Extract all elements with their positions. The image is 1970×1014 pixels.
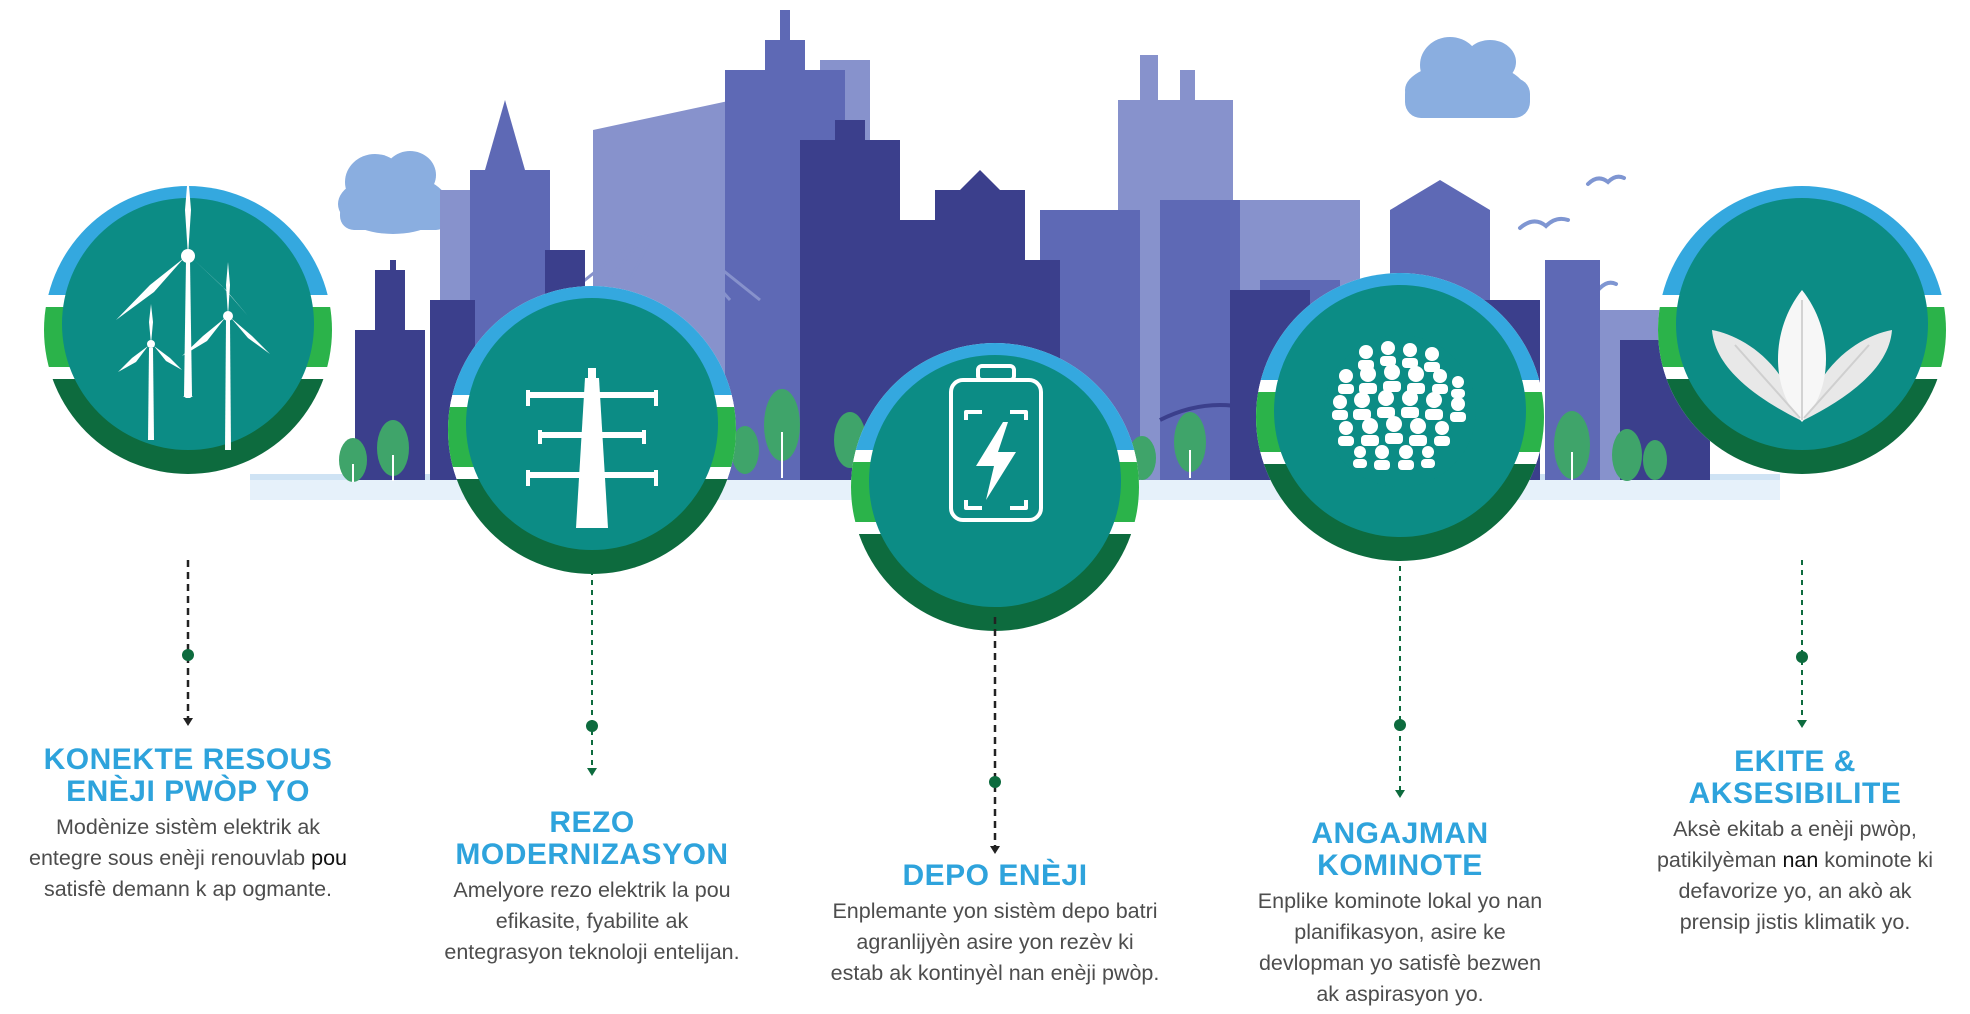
desc-line: defavorize yo, an akò ak xyxy=(1678,879,1912,903)
desc-line: Enplemante yon sistèm depo batri xyxy=(832,899,1158,923)
title-line: ENÈJI PWÒP YO xyxy=(66,775,310,808)
pillar-circle-grid xyxy=(448,286,736,574)
cloud-left xyxy=(338,151,450,234)
desc-line: planifikasyon, asire ke xyxy=(1294,920,1506,944)
title-line: KONEKTE RESOUS xyxy=(43,743,333,776)
desc-highlight: nan xyxy=(1782,848,1819,872)
pillar-energy-storage: DEPO ENÈJI Enplemante yon sistèm depo ba… xyxy=(805,860,1185,989)
pillar-title: KONEKTE RESOUS ENÈJI PWÒP YO xyxy=(2,744,374,808)
desc-line: prensip jistis klimatik yo. xyxy=(1679,910,1911,934)
pillar-description: Aksè ekitab a enèji pwòp, patikilyèman n… xyxy=(1622,814,1968,938)
desc-line: entegrasyon teknoloji entelijan. xyxy=(444,940,740,964)
desc-line: estab ak kontinyèl nan enèji pwòp. xyxy=(830,961,1160,985)
desc-line: Aksè ekitab a enèji pwòp, xyxy=(1673,817,1917,841)
desc-line: satisfè demann k ap ogmante. xyxy=(43,877,333,901)
trees xyxy=(339,389,1667,482)
desc-line: Modènize sistèm elektrik ak xyxy=(55,815,321,839)
pillar-description: Modènize sistèm elektrik ak entegre sous… xyxy=(2,812,374,905)
pillar-title: REZO MODERNIZASYON xyxy=(412,807,772,871)
title-line: REZO xyxy=(549,806,635,839)
pillar-community-engagement: ANGAJMAN KOMINOTE Enplike kominote lokal… xyxy=(1220,818,1580,1010)
desc-line: devlopman yo satisfè bezwen xyxy=(1258,951,1542,975)
connector-5 xyxy=(1796,560,1808,728)
pillar-circle-equity xyxy=(1658,186,1946,474)
pillar-circle-community xyxy=(1256,273,1544,561)
pillar-circle-clean-energy xyxy=(44,174,332,474)
desc-line: kominote ki xyxy=(1818,848,1934,872)
wind-turbines-icon xyxy=(116,174,270,450)
leaves-icon xyxy=(1712,290,1892,422)
pillar-equity-accessibility: EKITE & AKSESIBILITE Aksè ekitab a enèji… xyxy=(1622,746,1968,938)
desc-highlight: pou xyxy=(311,846,347,870)
pillar-title: EKITE & AKSESIBILITE xyxy=(1622,746,1968,810)
desc-line: Amelyore rezo elektrik la pou xyxy=(453,878,731,902)
desc-line: ak aspirasyon yo. xyxy=(1316,982,1484,1006)
pillar-description: Amelyore rezo elektrik la pou efikasite,… xyxy=(412,875,772,968)
desc-line: agranlijyèn asire yon rezèv ki xyxy=(856,930,1134,954)
pillar-clean-energy: KONEKTE RESOUS ENÈJI PWÒP YO Modènize si… xyxy=(2,744,374,905)
connector-3 xyxy=(989,617,1001,854)
desc-line: entegre sous enèji renouvlab xyxy=(29,846,312,870)
title-line: EKITE & xyxy=(1734,745,1856,778)
battery-charging-icon xyxy=(949,364,1043,522)
title-line: AKSESIBILITE xyxy=(1688,777,1902,810)
title-line: KOMINOTE xyxy=(1317,849,1483,882)
pillar-circle-storage xyxy=(851,343,1139,631)
pillar-title: ANGAJMAN KOMINOTE xyxy=(1220,818,1580,882)
desc-line: efikasite, fyabilite ak xyxy=(495,909,689,933)
pillar-grid-modernization: REZO MODERNIZASYON Amelyore rezo elektri… xyxy=(412,807,772,968)
connector-2 xyxy=(586,560,598,776)
title-line: DEPO ENÈJI xyxy=(902,859,1088,892)
pillar-title: DEPO ENÈJI xyxy=(805,860,1185,892)
connector-1 xyxy=(182,560,194,726)
title-line: ANGAJMAN xyxy=(1311,817,1489,850)
cloud-right xyxy=(1405,37,1530,118)
connector-4 xyxy=(1394,546,1406,798)
desc-line: patikilyèman xyxy=(1656,848,1783,872)
pillar-description: Enplemante yon sistèm depo batri agranli… xyxy=(805,896,1185,989)
desc-line: Enplike kominote lokal yo nan xyxy=(1257,889,1543,913)
community-people-icon xyxy=(1324,335,1476,487)
tree-trunks xyxy=(352,432,1573,482)
transmission-tower-icon xyxy=(526,368,658,528)
title-line: MODERNIZASYON xyxy=(455,838,729,871)
pillar-description: Enplike kominote lokal yo nan planifikas… xyxy=(1220,886,1580,1010)
